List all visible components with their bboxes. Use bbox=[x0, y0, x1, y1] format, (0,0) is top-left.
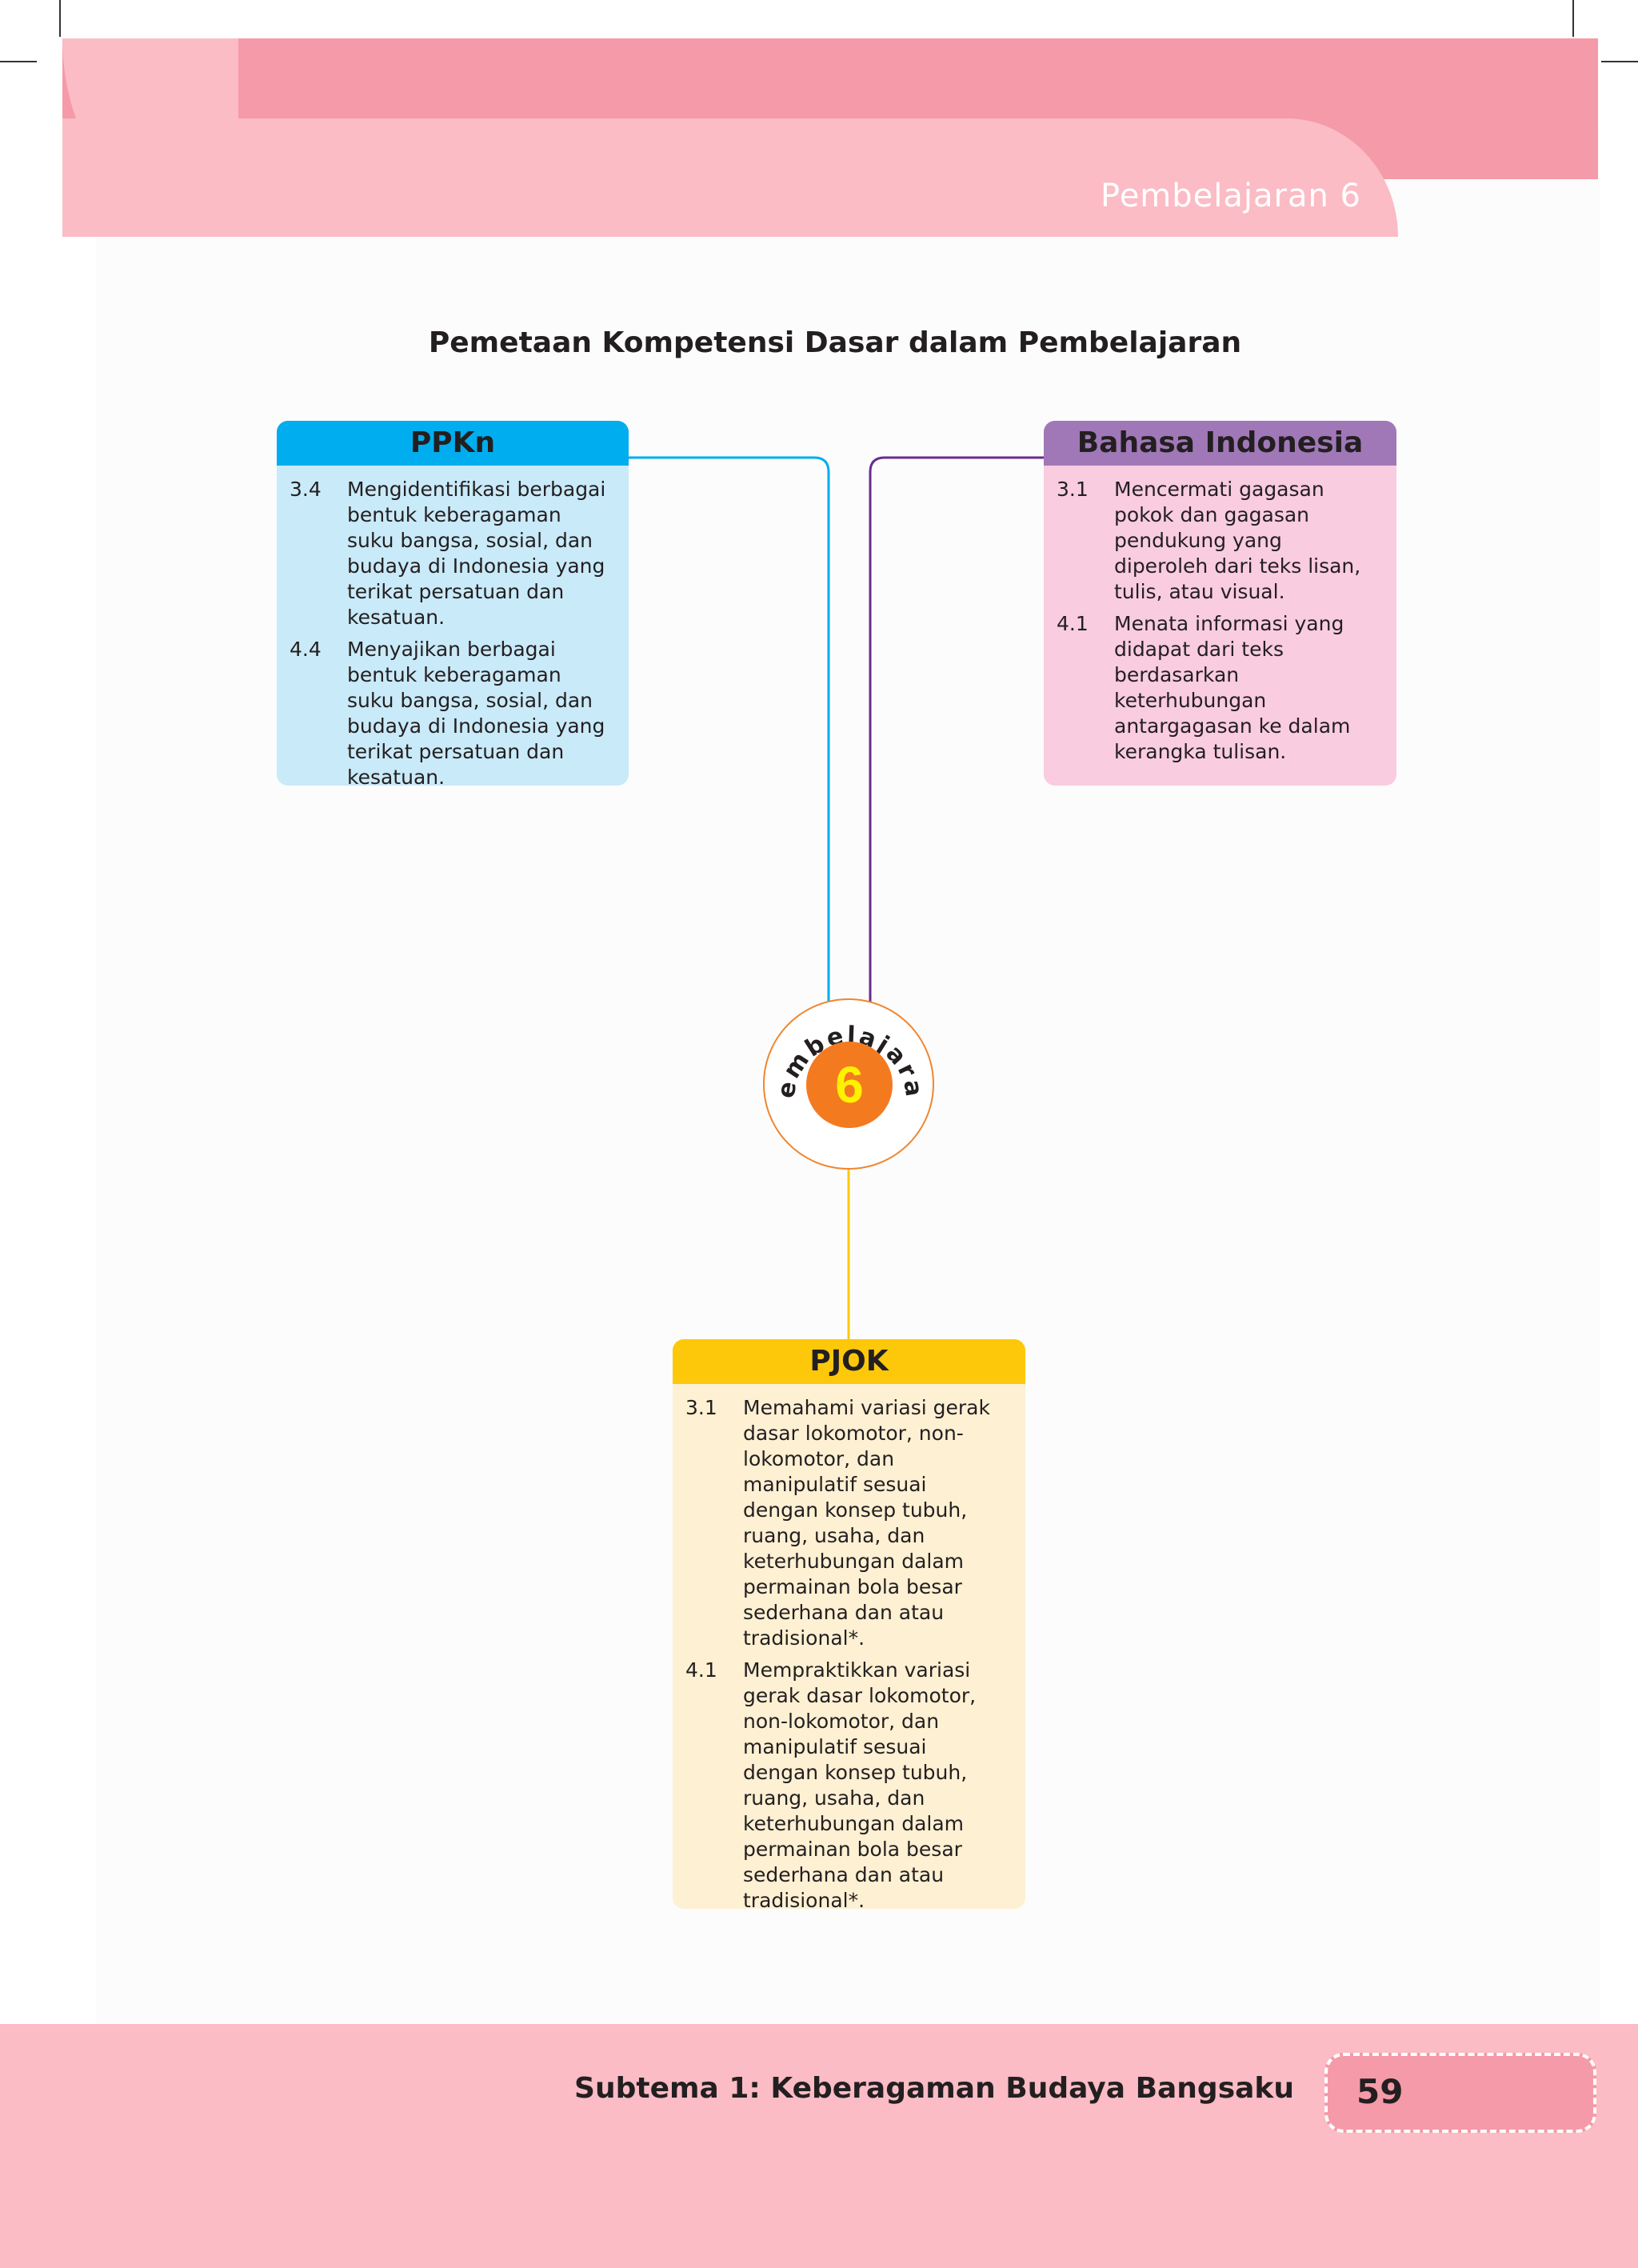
lesson-badge: Pembelajaran 6 bbox=[763, 998, 934, 1170]
kd-text: Menyajikan berbagai bentuk keberagaman s… bbox=[347, 638, 605, 786]
kd-text: Menata informasi yang didapat dari teks … bbox=[1114, 612, 1351, 763]
page-number-box: 59 bbox=[1324, 2053, 1596, 2133]
crop-mark bbox=[1572, 0, 1574, 37]
lesson-number: 6 bbox=[806, 1042, 893, 1128]
kd-code: 3.4 bbox=[290, 478, 322, 501]
kd-item: 4.1 Mempraktikkan variasi gerak dasar lo… bbox=[685, 1658, 1009, 1909]
kd-item: 4.4 Menyajikan berbagai bentuk keberagam… bbox=[290, 637, 613, 786]
footer-subtema: Subtema 1: Keberagaman Budaya Bangsaku bbox=[574, 2072, 1294, 2105]
crop-mark bbox=[1601, 61, 1638, 62]
kd-code: 3.1 bbox=[685, 1396, 717, 1419]
ppkn-box: PPKn 3.4 Mengidentifikasi berbagai bentu… bbox=[277, 421, 629, 786]
kd-code: 4.1 bbox=[1057, 612, 1089, 635]
kd-code: 3.1 bbox=[1057, 478, 1089, 501]
kd-item: 3.1 Memahami variasi gerak dasar lokomot… bbox=[685, 1395, 1009, 1651]
page-title: Pemetaan Kompetensi Dasar dalam Pembelaj… bbox=[428, 326, 1242, 359]
kd-text: Memahami variasi gerak dasar lokomotor, … bbox=[743, 1396, 990, 1650]
ppkn-title: PPKn bbox=[277, 421, 629, 466]
kd-item: 3.1 Mencermati gagasan pokok dan gagasan… bbox=[1057, 477, 1380, 605]
kd-item: 3.4 Mengidentifikasi berbagai bentuk keb… bbox=[290, 477, 613, 630]
kd-text: Mengidentifikasi berbagai bentuk keberag… bbox=[347, 478, 606, 629]
pjok-box: PJOK 3.1 Memahami variasi gerak dasar lo… bbox=[673, 1339, 1025, 1909]
page-number: 59 bbox=[1356, 2072, 1404, 2111]
crop-mark bbox=[0, 61, 37, 62]
pjok-title: PJOK bbox=[673, 1339, 1025, 1384]
kd-code: 4.4 bbox=[290, 638, 322, 661]
crop-mark bbox=[59, 0, 61, 37]
kd-code: 4.1 bbox=[685, 1658, 717, 1682]
bahasa-indonesia-title: Bahasa Indonesia bbox=[1044, 421, 1396, 466]
lesson-header-label: Pembelajaran 6 bbox=[1101, 178, 1361, 214]
bahasa-indonesia-box: Bahasa Indonesia 3.1 Mencermati gagasan … bbox=[1044, 421, 1396, 786]
kd-text: Mempraktikkan variasi gerak dasar lokomo… bbox=[743, 1658, 977, 1909]
kd-text: Mencermati gagasan pokok dan gagasan pen… bbox=[1114, 478, 1361, 603]
kd-item: 4.1 Menata informasi yang didapat dari t… bbox=[1057, 611, 1380, 765]
header-band-light bbox=[62, 118, 1398, 237]
